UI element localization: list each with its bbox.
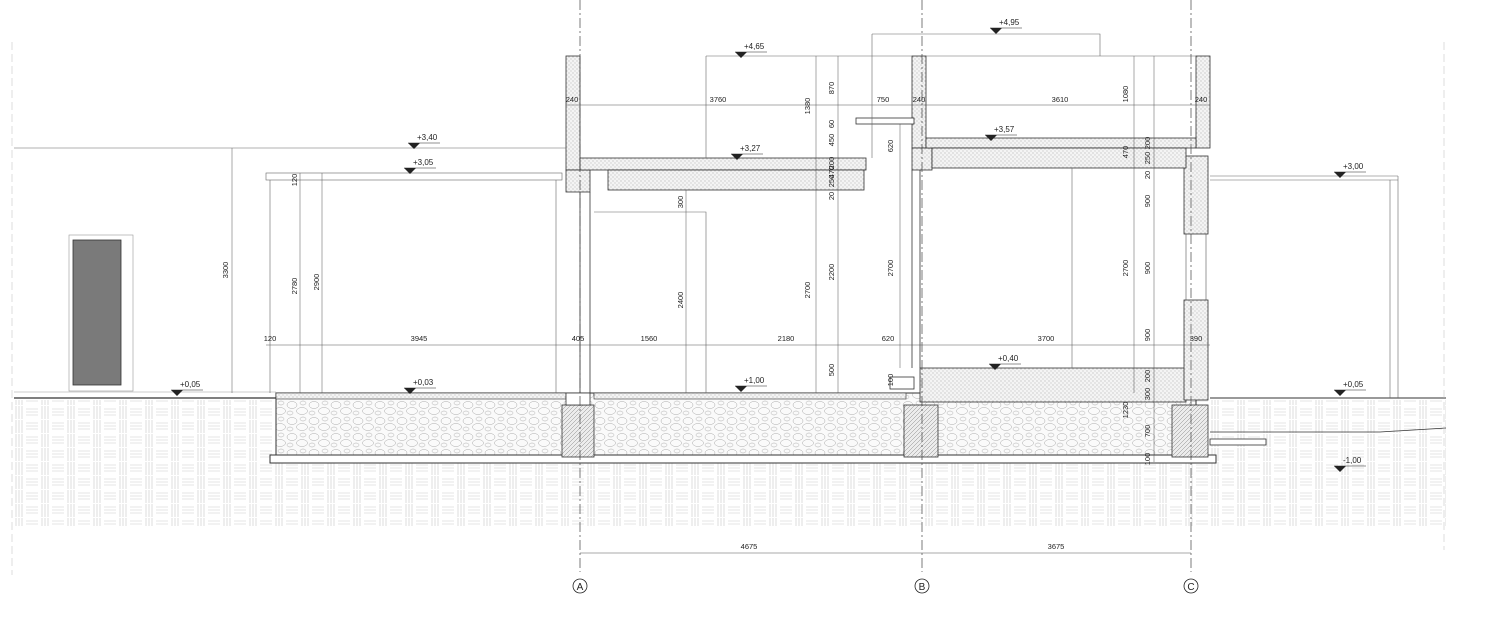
level-label: +4,95 [999,18,1020,27]
dimension-vertical: 2700 [803,282,812,299]
axis-lines [579,0,1192,572]
dimension-horizontal: 3760 [710,95,727,104]
dimension-vertical: 470 [827,166,836,179]
dimension-vertical: 620 [886,140,895,153]
roof-slabs [579,117,1197,191]
axis-label: B [919,582,926,593]
walls [565,55,1211,401]
dimension-vertical: 470 [1121,146,1130,159]
dimension-horizontal: 620 [882,334,895,343]
dimension-vertical: 1230 [1121,402,1130,419]
level-marker: +0,03 [404,378,436,394]
dimension-vertical: 200 [1143,370,1152,383]
level-label: +0,40 [998,354,1019,363]
dimension-vertical: 20 [1143,171,1152,179]
axis-bubble: C [1183,578,1199,594]
level-label: +3,00 [1343,162,1364,171]
level-marker: +3,00 [1334,162,1366,178]
dimension-vertical: 2400 [676,292,685,309]
dimension-horizontal: 750 [877,95,890,104]
dimension-vertical: 3300 [221,262,230,279]
level-marker: +4,95 [990,18,1022,34]
dimension-horizontal: 1560 [641,334,658,343]
dimension-horizontal: 3945 [411,334,428,343]
dimension-horizontal: 3610 [1052,95,1069,104]
dimension-horizontal: 240 [913,95,926,104]
dimension-vertical: 60 [827,120,836,128]
dimension-lines [231,56,1210,554]
level-label: -1,00 [1343,456,1362,465]
axis-bubbles: A B C [572,578,1199,594]
dimension-vertical: 2700 [886,260,895,277]
dimension-vertical: 900 [1143,262,1152,275]
dimension-vertical: 120 [290,174,299,187]
dimension-vertical: 900 [1143,195,1152,208]
foundation-slab [269,367,1267,464]
axis-label: C [1187,582,1194,593]
dimension-horizontal: 2180 [778,334,795,343]
dimension-vertical: 700 [1143,425,1152,438]
level-marker: +3,27 [731,144,763,160]
level-marker: +0,05 [171,380,203,396]
axis-label: A [577,582,584,593]
dimension-horizontal: 3700 [1038,334,1055,343]
dimension-vertical: 300 [676,196,685,209]
dimension-horizontal: 3675 [1048,542,1065,551]
level-label: +3,57 [994,125,1015,134]
dimension-horizontal: 405 [572,334,585,343]
level-marker: +1,00 [735,376,767,392]
level-marker: +4,65 [735,42,767,58]
level-marker: +0,40 [989,354,1021,370]
level-label: +3,27 [740,144,761,153]
dimension-vertical: 2780 [290,278,299,295]
dimension-vertical: 100 [1143,453,1152,466]
dimension-vertical: 450 [827,134,836,147]
level-label: +0,05 [180,380,201,389]
door-element [68,234,134,392]
dimension-horizontal: 240 [1195,95,1208,104]
dimension-vertical: 500 [827,364,836,377]
dimension-vertical: 1380 [803,98,812,115]
dimension-texts: 240 3760 750 240 3610 240 120 3945 405 1560 2180 62… [221,82,1207,551]
level-label: +4,65 [744,42,765,51]
axis-bubble: A [572,578,588,594]
level-label: +3,40 [417,133,438,142]
axis-bubble: B [914,578,930,594]
dimension-vertical: 2900 [312,274,321,291]
level-marker: -1,00 [1334,456,1366,472]
level-marker: +3,57 [985,125,1017,141]
level-marker: +3,05 [404,158,436,174]
level-label: +0,03 [413,378,434,387]
dimension-vertical: 20 [827,192,836,200]
level-marker: +3,40 [408,133,440,149]
level-label: +1,00 [744,376,765,385]
dimension-horizontal: 240 [566,95,579,104]
dimension-vertical: 900 [1143,329,1152,342]
dimension-vertical: 2200 [827,264,836,281]
level-marker: +0,05 [1334,380,1366,396]
dimension-horizontal: 120 [264,334,277,343]
dimension-vertical: 250 [827,175,836,188]
level-markers: +4,95 +4,65 +3,57 +3,40 +3,27 +3,05 +3,00 +0,40… [171,18,1366,472]
dimension-vertical: 100 [886,374,895,387]
dimension-vertical: 1080 [1121,86,1130,103]
level-label: +3,05 [413,158,434,167]
dimension-vertical: 870 [827,82,836,95]
dimension-vertical: 250 [1143,152,1152,165]
dimension-vertical: 2700 [1121,260,1130,277]
dimension-vertical: 200 [827,157,836,170]
dimension-vertical: 300 [1143,388,1152,401]
level-label: +0,05 [1343,380,1364,389]
dimension-vertical: 200 [1143,137,1152,150]
dimension-horizontal: 4675 [741,542,758,551]
dimension-horizontal: 390 [1190,334,1203,343]
